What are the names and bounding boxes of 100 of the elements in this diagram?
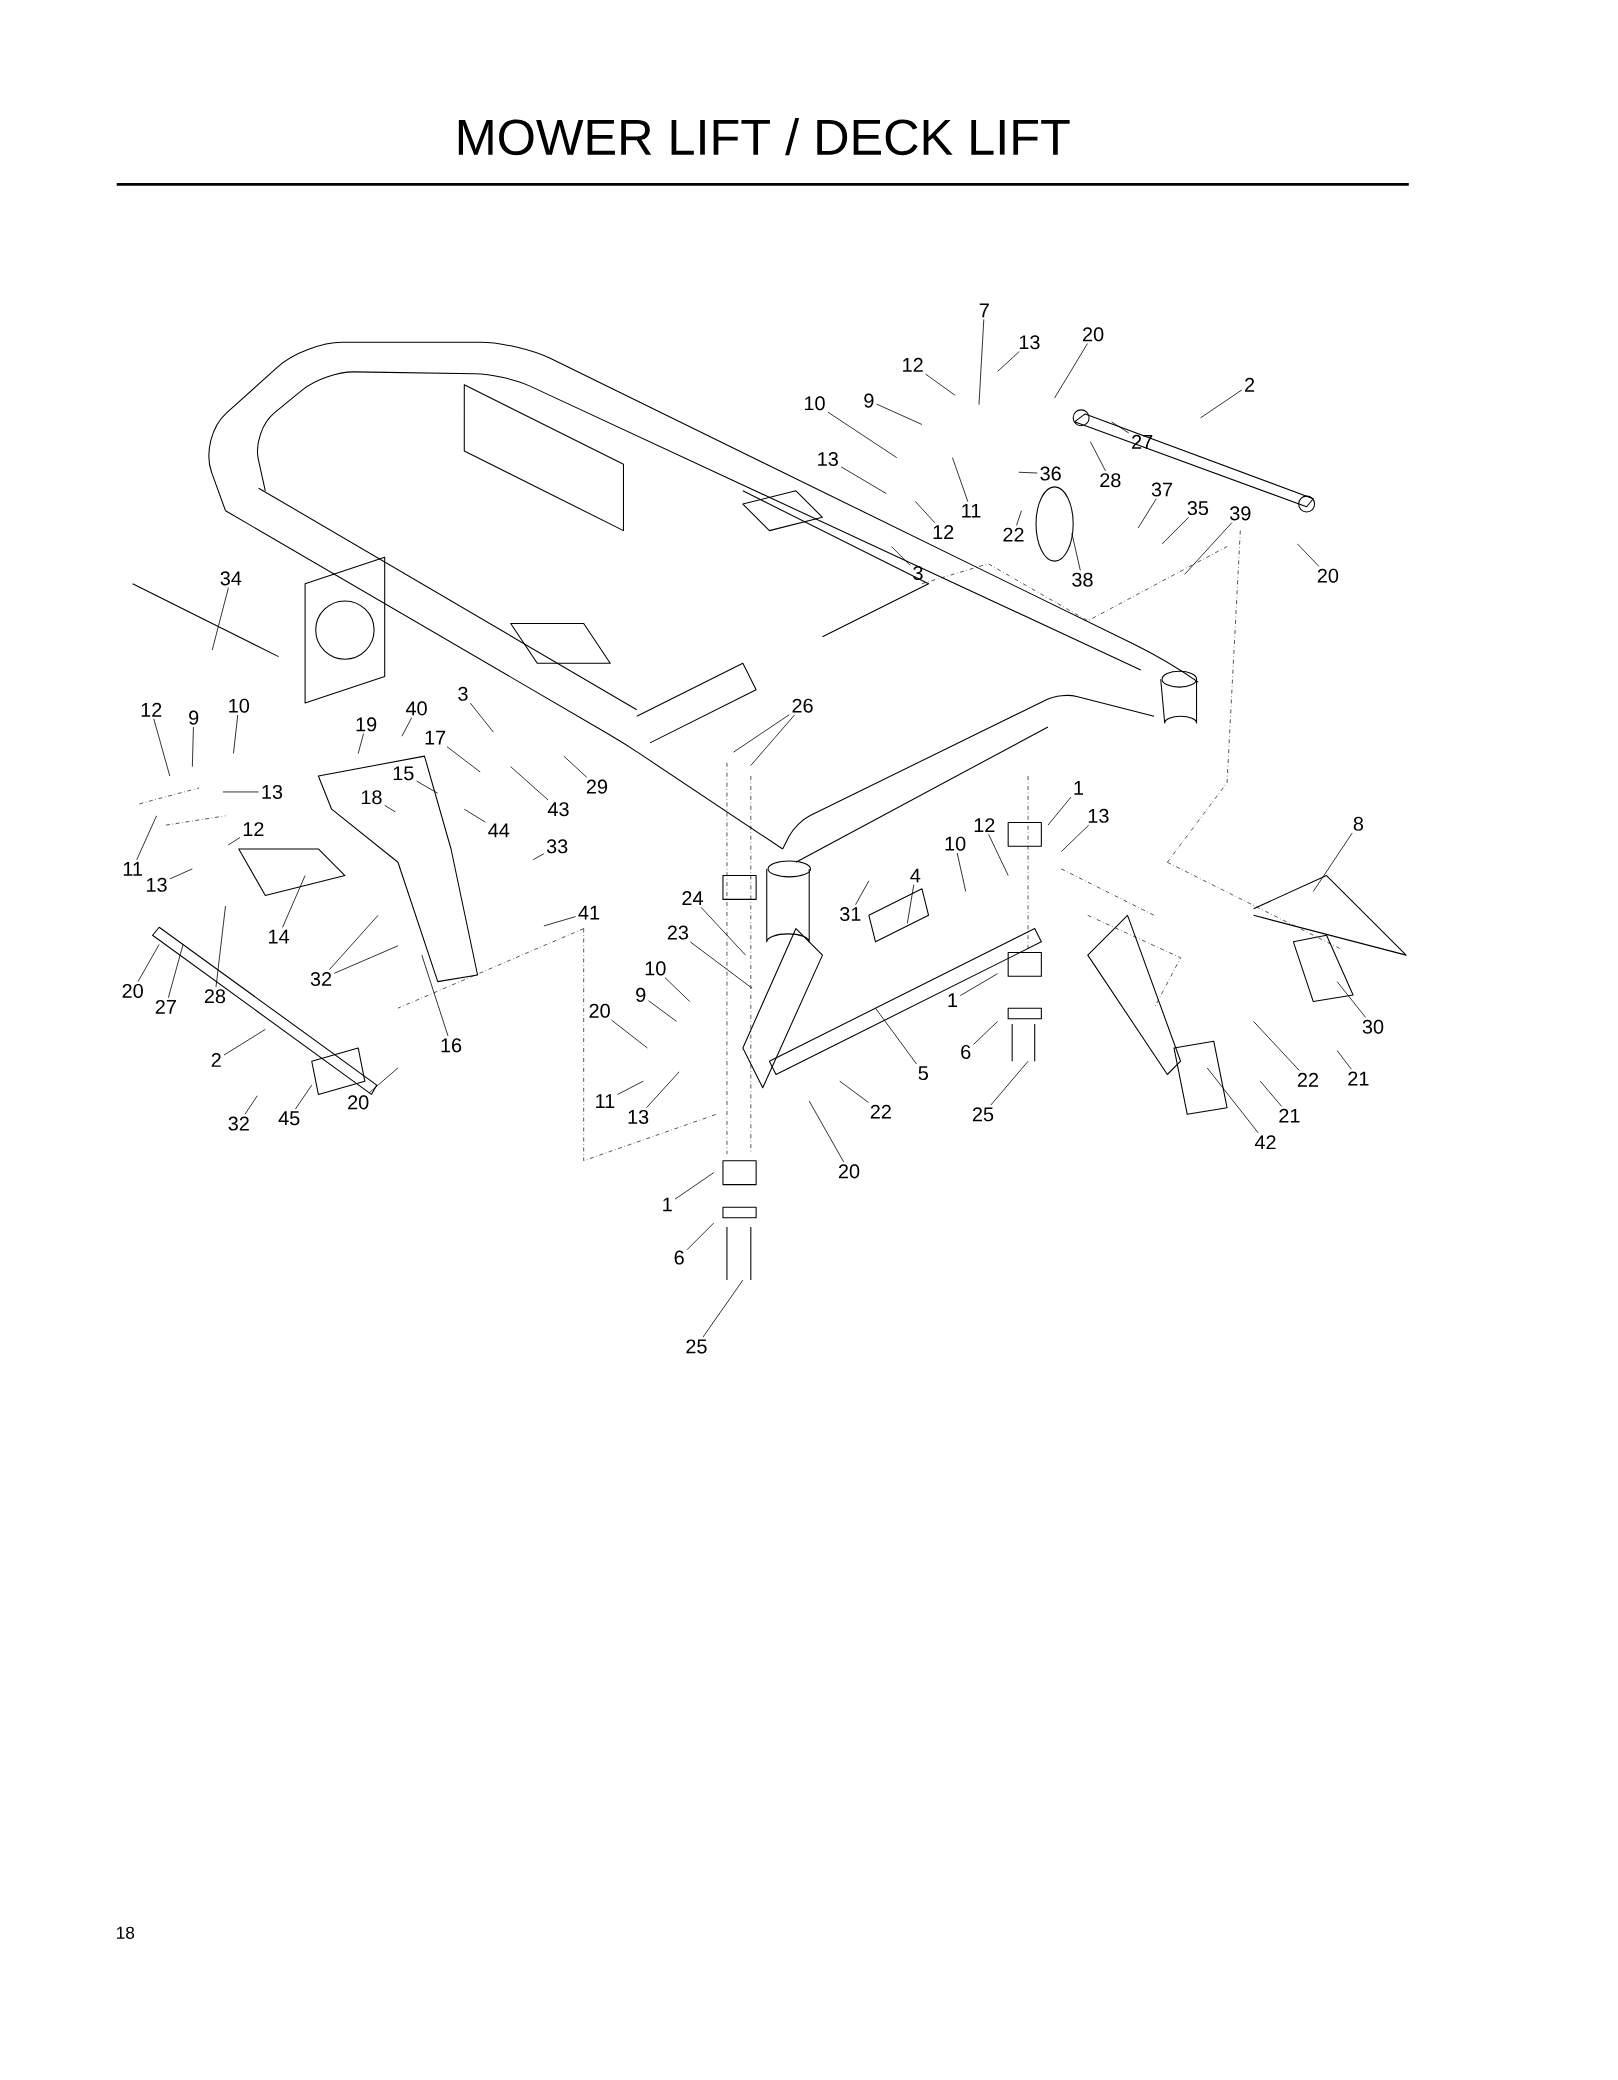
- callout-number: 11: [595, 1094, 615, 1108]
- callout-number: 44: [488, 823, 510, 838]
- callout-number: 1: [1074, 781, 1083, 795]
- callout-number: 42: [1254, 1135, 1276, 1150]
- leader-line: [1184, 522, 1233, 575]
- callout-number: 30: [1362, 1019, 1384, 1034]
- callout-number: 17: [425, 730, 445, 745]
- leader-line: [972, 1021, 998, 1045]
- leader-line: [294, 1084, 312, 1110]
- leader-line: [401, 717, 412, 737]
- leader-line: [153, 718, 171, 777]
- leader-line: [874, 1007, 917, 1065]
- callout-number: 20: [1317, 568, 1338, 583]
- leader-line: [914, 501, 935, 524]
- callout-number: 18: [361, 790, 382, 805]
- leader-line: [854, 880, 870, 906]
- leader-line: [1253, 1021, 1300, 1071]
- callout-number: 9: [635, 987, 646, 1002]
- callout-number: 43: [547, 802, 569, 817]
- leader-line: [167, 944, 184, 999]
- callout-number: 38: [1071, 572, 1093, 587]
- callout-number: 6: [674, 1250, 684, 1265]
- leader-line: [1018, 471, 1038, 474]
- leader-line: [416, 780, 438, 794]
- callout-number: 13: [818, 451, 838, 466]
- leader-line: [978, 319, 984, 405]
- leader-line: [1161, 516, 1189, 545]
- callout-number: 14: [268, 929, 289, 944]
- leader-line: [1060, 824, 1089, 853]
- callout-number: 13: [146, 877, 167, 892]
- callout-number: 10: [804, 396, 825, 411]
- callout-number: 11: [962, 503, 981, 518]
- callout-number: 45: [278, 1111, 300, 1126]
- callout-number: 33: [546, 839, 568, 854]
- leader-line: [702, 1279, 744, 1338]
- callout-number: 13: [628, 1109, 649, 1124]
- leader-line: [808, 1100, 844, 1163]
- callout-number: 39: [1229, 506, 1251, 521]
- callout-number: 36: [1040, 466, 1061, 481]
- callout-number: 11: [123, 862, 142, 876]
- leader-line: [689, 941, 753, 989]
- callout-number: 19: [356, 717, 377, 732]
- callout-number: 16: [441, 1038, 462, 1053]
- leader-line: [924, 373, 956, 396]
- callout-number: 22: [1297, 1072, 1318, 1087]
- callout-number: 32: [228, 1116, 249, 1131]
- callout-number: 10: [229, 698, 249, 713]
- callout-number: 28: [1100, 473, 1121, 488]
- leader-line: [686, 1222, 714, 1251]
- leader-line: [328, 914, 379, 971]
- leader-line: [1054, 343, 1088, 399]
- leader-line: [611, 1019, 648, 1049]
- callout-number: 10: [645, 961, 666, 976]
- callout-number: 4: [910, 868, 921, 883]
- leader-line: [1071, 532, 1081, 571]
- leader-line: [990, 1060, 1029, 1106]
- leader-line: [616, 1080, 644, 1095]
- callout-number: 1: [948, 993, 957, 1008]
- callout-number: 13: [1019, 335, 1040, 350]
- callout-number: 34: [220, 571, 242, 586]
- callout-number: 12: [141, 702, 162, 717]
- leader-line: [215, 905, 226, 988]
- leader-line: [951, 457, 969, 502]
- callout-number: 15: [393, 766, 414, 781]
- callout-number: 2: [211, 1052, 221, 1067]
- callout-number: 5: [918, 1066, 928, 1081]
- leader-line: [988, 833, 1009, 876]
- leader-line: [510, 766, 549, 801]
- leader-line: [244, 1095, 258, 1115]
- leader-line: [368, 1067, 399, 1094]
- callout-number: 8: [1353, 816, 1363, 831]
- leader-line: [227, 837, 241, 846]
- leader-line: [1199, 389, 1243, 419]
- callout-number: 3: [913, 566, 923, 581]
- leader-line: [1111, 421, 1130, 434]
- callout-number: 40: [405, 701, 427, 716]
- leader-line: [1259, 1080, 1282, 1107]
- callout-number: 9: [188, 710, 199, 725]
- leader-line: [333, 945, 399, 974]
- leader-line: [222, 791, 259, 793]
- callout-number: 7: [979, 303, 989, 318]
- leader-line: [232, 714, 238, 754]
- callout-number: 22: [1003, 527, 1024, 542]
- leader-line: [281, 875, 306, 928]
- callout-number: 28: [204, 989, 225, 1004]
- callout-number: 2: [1244, 377, 1254, 392]
- leader-line: [674, 1172, 714, 1200]
- leader-line: [543, 916, 576, 927]
- callout-number: 20: [347, 1095, 369, 1110]
- callout-number: 6: [961, 1044, 971, 1059]
- leader-line: [191, 726, 194, 768]
- leader-line: [1137, 498, 1157, 529]
- leader-line: [1296, 543, 1320, 567]
- leader-line: [1089, 441, 1106, 472]
- callout-number: 27: [155, 999, 176, 1014]
- leader-line: [357, 733, 364, 754]
- callout-number: 35: [1187, 501, 1208, 516]
- callout-number: 37: [1151, 482, 1172, 497]
- leader-line: [1206, 1067, 1259, 1134]
- callout-number: 25: [972, 1107, 994, 1122]
